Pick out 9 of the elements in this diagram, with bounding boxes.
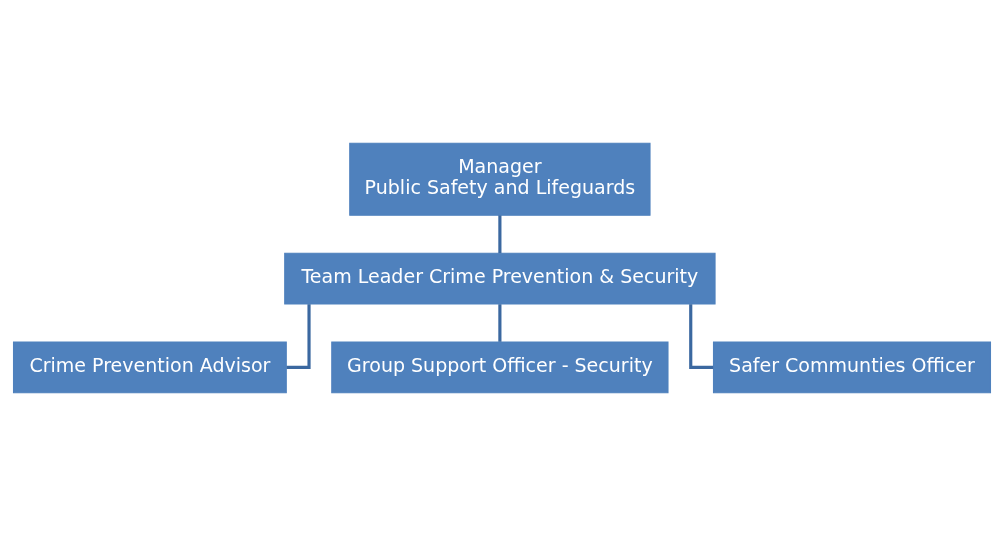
node-box: Team Leader Crime Prevention & Security — [284, 252, 716, 304]
node-box: Crime Prevention Advisor — [12, 341, 287, 393]
connector — [689, 303, 714, 369]
connector — [498, 214, 502, 253]
node-box: Group Support Officer - Security — [331, 341, 669, 393]
node-box: Manager Public Safety and Lifeguards — [349, 142, 651, 216]
connector — [286, 303, 311, 369]
node-box: Safer Communties Officer — [712, 341, 992, 393]
connector — [498, 303, 502, 342]
